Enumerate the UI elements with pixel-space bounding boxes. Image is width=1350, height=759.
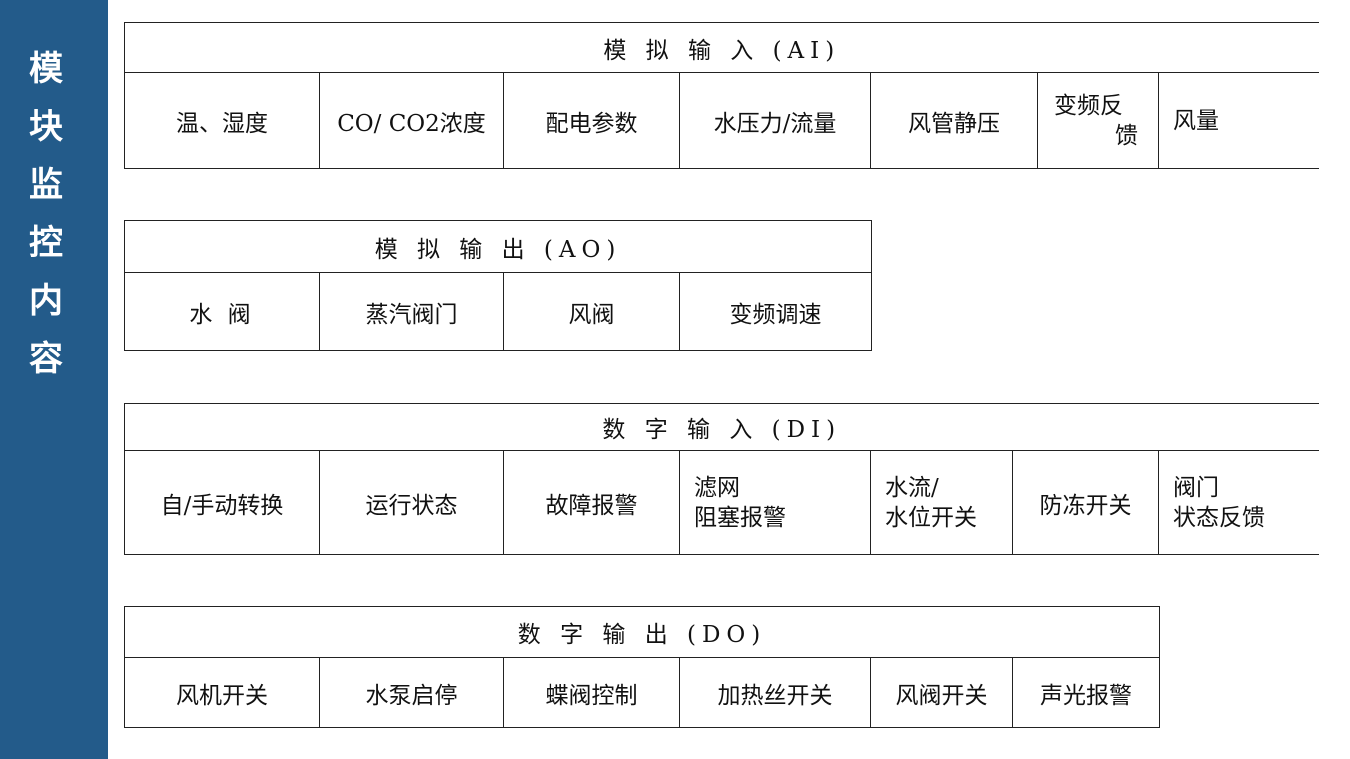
- do-cell-damper-switch: 风阀开关: [870, 657, 1013, 728]
- di-cell-freeze-switch: 防冻开关: [1012, 450, 1159, 555]
- ao-cell-steam-valve: 蒸汽阀门: [319, 272, 504, 351]
- do-cell-pump-start-stop: 水泵启停: [319, 657, 504, 728]
- sidebar-title-char: 内: [29, 281, 63, 321]
- analog-input-header: 模 拟 输 入 (AI): [123, 22, 1319, 73]
- ao-cell-vfd-speed: 变频调速: [678, 272, 873, 351]
- ai-cell-air-volume: 风量: [1157, 72, 1319, 169]
- di-cell-filter-line1: 滤网: [694, 474, 740, 501]
- di-cell-filter-blockage: 滤网 阻塞报警: [679, 450, 871, 555]
- di-cell-filter-line2: 阻塞报警: [694, 504, 786, 531]
- ao-cell-air-damper: 风阀: [503, 272, 680, 351]
- ai-cell-duct-static-pressure: 风管静压: [870, 72, 1038, 169]
- ai-cell-temp-humidity: 温、湿度: [124, 72, 320, 169]
- sidebar-title-char: 监: [29, 165, 63, 205]
- digital-output-table: 数 字 输 出 (DO) 风机开关 水泵启停 蝶阀控制 加热丝开关 风阀开关 声…: [123, 606, 1161, 728]
- sidebar-title-char: 容: [29, 339, 63, 379]
- sidebar: 模 块 监 控 内 容: [0, 0, 108, 759]
- analog-output-header: 模 拟 输 出 (AO): [123, 220, 873, 273]
- analog-output-table: 模 拟 输 出 (AO) 水 阀 蒸汽阀门 风阀 变频调速: [123, 220, 873, 351]
- di-cell-flow-line2: 水位开关: [885, 504, 977, 531]
- ai-cell-water-pressure-flow: 水压力/流量: [679, 72, 871, 169]
- ai-cell-power-params: 配电参数: [503, 72, 680, 169]
- di-cell-flow-level-switch: 水流/ 水位开关: [870, 450, 1013, 555]
- digital-input-table: 数 字 输 入 (DI) 自/手动转换 运行状态 故障报警 滤网 阻塞报警 水流…: [123, 403, 1319, 555]
- sidebar-title: 模 块 监 控 内 容: [0, 40, 92, 388]
- do-cell-butterfly-valve: 蝶阀控制: [503, 657, 680, 728]
- sidebar-title-char: 模: [29, 49, 63, 89]
- digital-output-header: 数 字 输 出 (DO): [123, 606, 1161, 658]
- ai-cell-vfd-feedback-line2: 馈: [1115, 122, 1138, 149]
- do-cell-heater-switch: 加热丝开关: [679, 657, 871, 728]
- di-cell-valve-line2: 状态反馈: [1173, 504, 1265, 531]
- ai-cell-vfd-feedback-line1: 变频反: [1054, 92, 1123, 119]
- di-cell-run-status: 运行状态: [319, 450, 504, 555]
- ai-cell-vfd-feedback: 变频反 馈: [1037, 72, 1159, 169]
- sidebar-title-char: 控: [29, 223, 63, 263]
- digital-input-header: 数 字 输 入 (DI): [123, 403, 1319, 451]
- analog-input-table: 模 拟 输 入 (AI) 温、湿度 CO/ CO2浓度 配电参数 水压力/流量 …: [123, 22, 1319, 169]
- di-cell-valve-status: 阀门 状态反馈: [1157, 450, 1319, 555]
- di-cell-flow-line1: 水流/: [885, 474, 939, 501]
- di-cell-valve-line1: 阀门: [1173, 474, 1219, 501]
- sidebar-title-char: 块: [29, 107, 63, 147]
- di-cell-auto-manual: 自/手动转换: [124, 450, 320, 555]
- ai-cell-co-co2: CO/ CO2浓度: [319, 72, 504, 169]
- do-cell-sound-light-alarm: 声光报警: [1011, 657, 1161, 728]
- do-cell-fan-switch: 风机开关: [124, 657, 320, 728]
- ao-cell-water-valve: 水 阀: [124, 272, 320, 351]
- di-cell-fault-alarm: 故障报警: [503, 450, 680, 555]
